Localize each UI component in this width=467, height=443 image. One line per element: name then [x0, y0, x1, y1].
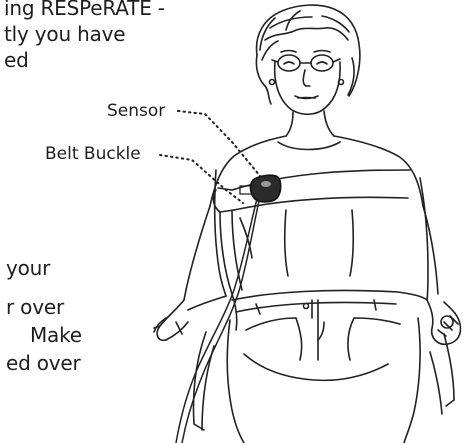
face — [270, 51, 344, 115]
jeans — [227, 290, 427, 443]
neck — [278, 111, 340, 150]
belt-buckle-leader-line — [160, 155, 243, 203]
chest-belt — [213, 170, 410, 212]
hair — [256, 5, 359, 104]
sensor-device — [240, 175, 281, 202]
